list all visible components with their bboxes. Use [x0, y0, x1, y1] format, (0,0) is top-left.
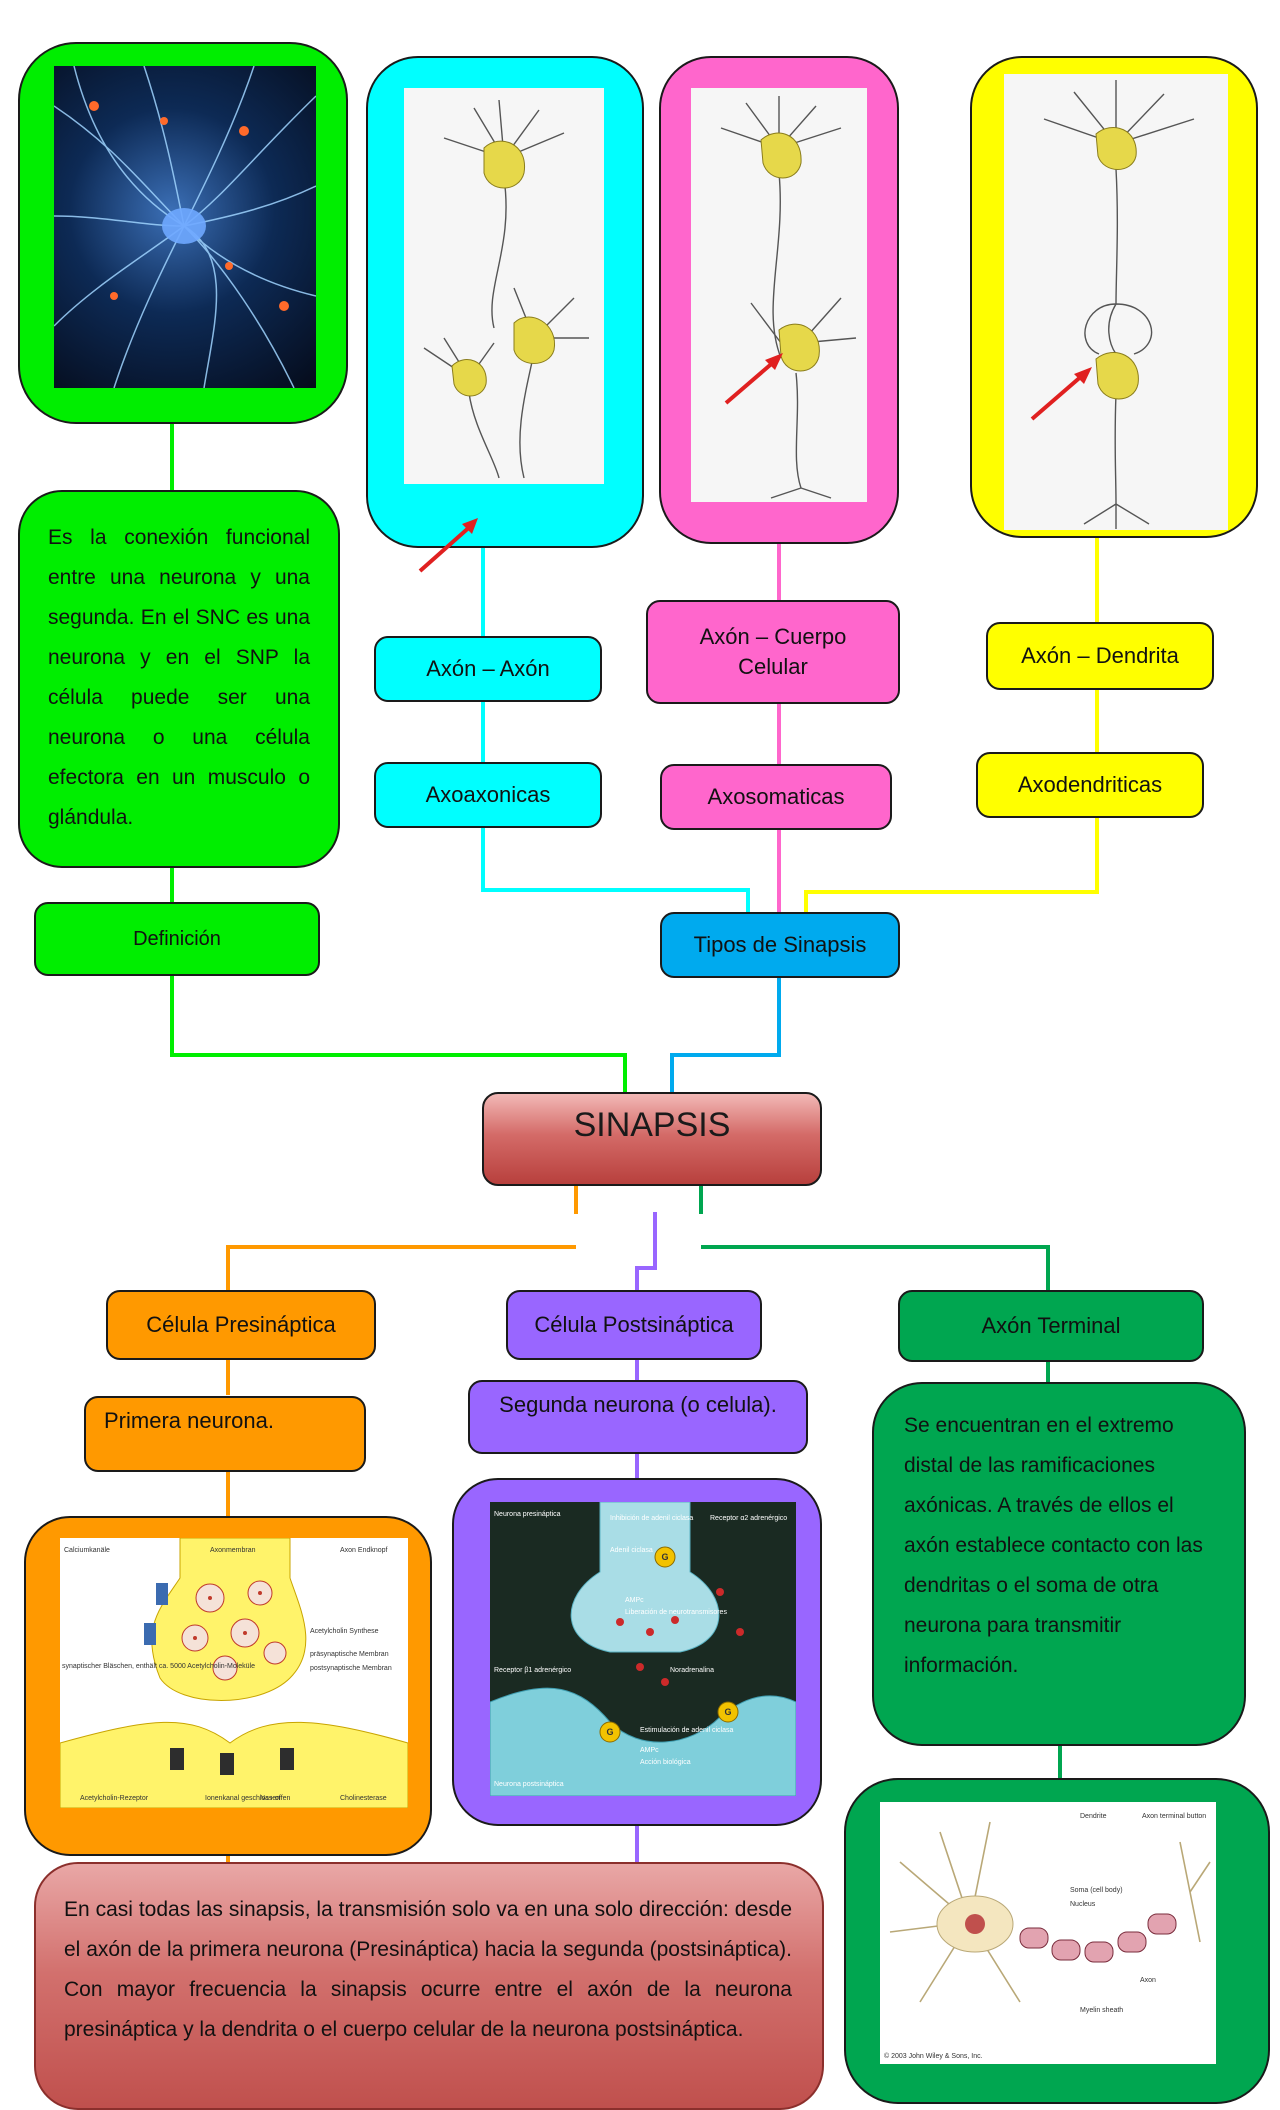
figure-label: G	[724, 1707, 731, 1717]
neuron-network-frame	[18, 42, 348, 424]
figure-label: Axon	[1140, 1977, 1156, 1984]
figure-label: postsynaptische Membran	[310, 1665, 392, 1672]
presynaptic-desc: Primera neurona.	[84, 1396, 366, 1472]
bottom-note-text: En casi todas las sinapsis, la transmisi…	[64, 1898, 792, 2041]
figure-label: Cholinesterase	[340, 1795, 387, 1802]
figure-label: Ionenkanal geschlossen	[205, 1795, 280, 1802]
presynaptic-cell-label: Célula Presináptica	[106, 1290, 376, 1360]
axon-dendrite-relation: Axón – Dendrita	[986, 622, 1214, 690]
figure-label: AMPc	[625, 1597, 644, 1604]
figure-label: Nucleus	[1070, 1901, 1096, 1908]
figure-label: Axonmembran	[210, 1547, 256, 1554]
axodendritic-neuron-image	[1004, 74, 1228, 530]
axon-terminal-label: Axón Terminal	[898, 1290, 1204, 1362]
figure-label: Receptor β1 adrenérgico	[494, 1667, 571, 1674]
definition-text-box: Es la conexión funcional entre una neuro…	[18, 490, 340, 868]
figure-label: Dendrite	[1080, 1813, 1107, 1820]
axon-axon-relation: Axón – Axón	[374, 636, 602, 702]
axosomatic-image-frame	[659, 56, 899, 544]
postsynaptic-image-frame: Neurona presináptica Inhibición de adeni…	[452, 1478, 822, 1826]
axon-terminal-text: Se encuentran en el extremo distal de la…	[904, 1414, 1203, 1677]
figure-label: Liberación de neurotransmisores	[625, 1609, 727, 1616]
axodendritic-image-frame	[970, 56, 1258, 538]
axoaxonic-image-frame	[366, 56, 644, 573]
axosomatic-neuron-image	[691, 88, 867, 502]
presynaptic-terminal-image: Calciumkanäle Axonmembran Axon Endknopf …	[60, 1538, 408, 1808]
bottom-note-box: En casi todas las sinapsis, la transmisi…	[34, 1862, 824, 2110]
neuron-structure-image-frame: Dendrite Axon terminal button Soma (cell…	[844, 1778, 1270, 2104]
figure-label: Receptor α2 adrenérgico	[710, 1515, 787, 1522]
figure-label: Noradrenalina	[670, 1667, 714, 1674]
figure-label: Myelin sheath	[1080, 2007, 1123, 2014]
figure-label: G	[606, 1727, 613, 1737]
adrenergic-synapse-image: Neurona presináptica Inhibición de adeni…	[490, 1502, 796, 1796]
axosomatic-label: Axosomaticas	[660, 764, 892, 830]
figure-label: Axon terminal button	[1142, 1813, 1206, 1820]
figure-label: Inhibición de adenil ciclasa	[610, 1515, 693, 1522]
neuron-network-image	[54, 66, 316, 388]
axoaxonic-neuron-image	[404, 88, 604, 484]
figure-label: Na+ offen	[260, 1795, 291, 1802]
figure-label: Neurona presináptica	[494, 1511, 561, 1518]
figure-label: synaptischer Bläschen, enthält ca. 5000 …	[62, 1663, 255, 1670]
synapse-types-label: Tipos de Sinapsis	[660, 912, 900, 978]
figure-label: Acetylcholin-Rezeptor	[80, 1795, 149, 1802]
figure-label: Axon Endknopf	[340, 1547, 388, 1554]
figure-label: © 2003 John Wiley & Sons, Inc.	[884, 2052, 983, 2060]
figure-label: Neurona postsináptica	[494, 1781, 564, 1788]
red-arrow-icon	[418, 518, 478, 573]
figure-label: präsynaptische Membran	[310, 1651, 389, 1658]
figure-label: Adenil ciclasa	[610, 1547, 653, 1554]
axon-terminal-text-box: Se encuentran en el extremo distal de la…	[872, 1382, 1246, 1746]
figure-label: G	[661, 1552, 668, 1562]
figure-label: Soma (cell body)	[1070, 1887, 1123, 1894]
figure-label: Acción biológica	[640, 1759, 691, 1766]
figure-label: Acetylcholin Synthese	[310, 1628, 379, 1635]
presynaptic-image-frame: Calciumkanäle Axonmembran Axon Endknopf …	[24, 1516, 432, 1856]
axodendritic-label: Axodendriticas	[976, 752, 1204, 818]
synapse-title: SINAPSIS	[482, 1092, 822, 1186]
figure-label: AMPc	[640, 1747, 659, 1754]
definition-text: Es la conexión funcional entre una neuro…	[48, 526, 310, 829]
figure-label: Estimulación de adenil ciclasa	[640, 1727, 733, 1734]
neuron-structure-image: Dendrite Axon terminal button Soma (cell…	[880, 1802, 1216, 2064]
postsynaptic-cell-label: Célula Postsináptica	[506, 1290, 762, 1360]
axoaxonic-label: Axoaxonicas	[374, 762, 602, 828]
axon-soma-relation: Axón – Cuerpo Celular	[646, 600, 900, 704]
figure-label: Calciumkanäle	[64, 1547, 110, 1554]
postsynaptic-desc: Segunda neurona (o celula).	[468, 1380, 808, 1454]
definition-label: Definición	[34, 902, 320, 976]
